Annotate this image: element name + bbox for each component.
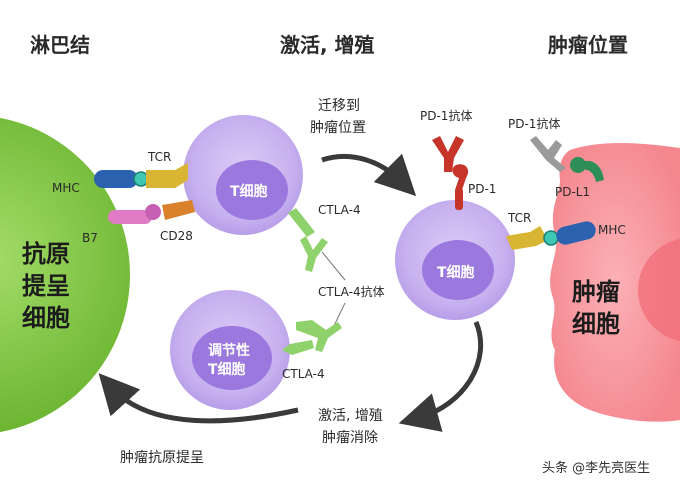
pointer-ctla4-antibody-top xyxy=(321,251,346,281)
apc-label-line1: 抗原 xyxy=(22,240,70,268)
t-cell-top-nucleus xyxy=(216,160,288,220)
watermark: 头条 @李先亮医生 xyxy=(542,460,650,476)
t-cell-top-label: T细胞 xyxy=(230,183,268,200)
arrow-migrate xyxy=(321,153,417,197)
kill-label-line1: 激活, 增殖 xyxy=(318,407,383,424)
ctla4-antibody-label: CTLA-4抗体 xyxy=(318,284,385,299)
arrow-antigen-presentation xyxy=(98,373,299,424)
ctla4-label-top: CTLA-4 xyxy=(318,203,361,217)
mhc-label-apc: MHC xyxy=(52,181,80,195)
arrow-activate-kill xyxy=(398,321,484,432)
tcr-label-right: TCR xyxy=(507,211,531,225)
apc-label-line3: 细胞 xyxy=(22,304,70,332)
tumor-cell xyxy=(550,143,680,422)
tcr-receptor-top xyxy=(146,163,188,188)
kill-label-line2: 肿瘤消除 xyxy=(322,429,378,446)
pd1-antibody-label-tumor: PD-1抗体 xyxy=(508,116,560,131)
pd1-antibody-label-tcell: PD-1抗体 xyxy=(420,108,472,123)
cd28-label: CD28 xyxy=(160,229,193,243)
mhc-receptor-apc xyxy=(94,170,138,188)
pd1-antibody-on-tcell xyxy=(432,136,464,172)
ctla4-receptor-treg xyxy=(282,340,314,355)
apc-label-line2: 提呈 xyxy=(22,272,70,300)
tcr-label-top: TCR xyxy=(147,150,171,164)
cd28-receptor xyxy=(162,200,195,220)
pd1-receptor-stem xyxy=(455,188,463,210)
antigen-presenting-cell xyxy=(0,117,130,433)
present-label: 肿瘤抗原提呈 xyxy=(120,449,204,466)
b7-tip xyxy=(145,204,161,220)
pdl1-ligand xyxy=(580,160,604,182)
mhc-receptor-tumor xyxy=(556,221,596,245)
pdl1-label: PD-L1 xyxy=(555,185,590,199)
header-tumor-site: 肿瘤位置 xyxy=(548,33,628,57)
migrate-label-line1: 迁移到 xyxy=(318,98,360,114)
mhc-label-tumor: MHC xyxy=(598,223,626,237)
antigen-peptide-right xyxy=(543,230,559,246)
ctla4-receptor-top xyxy=(288,208,315,237)
regulatory-t-cell-nucleus xyxy=(192,326,272,390)
treg-label-line2: T细胞 xyxy=(208,361,246,378)
t-cell-right-label: T细胞 xyxy=(437,264,475,281)
migrate-label-line2: 肿瘤位置 xyxy=(310,119,366,136)
ctla4-antibody-bottom xyxy=(296,320,342,352)
t-cell-right-nucleus xyxy=(422,240,494,300)
ctla4-label-treg: CTLA-4 xyxy=(282,367,325,381)
pd1-receptor xyxy=(452,164,469,190)
antigen-peptide-left xyxy=(133,171,149,187)
pd1-antibody-near-tumor xyxy=(530,136,566,172)
tumor-nucleus xyxy=(638,238,680,342)
tcr-receptor-right xyxy=(506,226,548,250)
tumor-label-line2: 细胞 xyxy=(572,310,620,338)
b7-label: B7 xyxy=(82,231,98,245)
pd1-label: PD-1 xyxy=(468,182,496,196)
ctla4-antibody-top xyxy=(300,236,328,272)
header-activation: 激活, 增殖 xyxy=(280,33,375,57)
header-lymph-node: 淋巴结 xyxy=(30,33,90,57)
treg-label-line1: 调节性 xyxy=(208,342,250,359)
tumor-label-line1: 肿瘤 xyxy=(572,278,620,306)
b7-ligand xyxy=(108,210,152,224)
